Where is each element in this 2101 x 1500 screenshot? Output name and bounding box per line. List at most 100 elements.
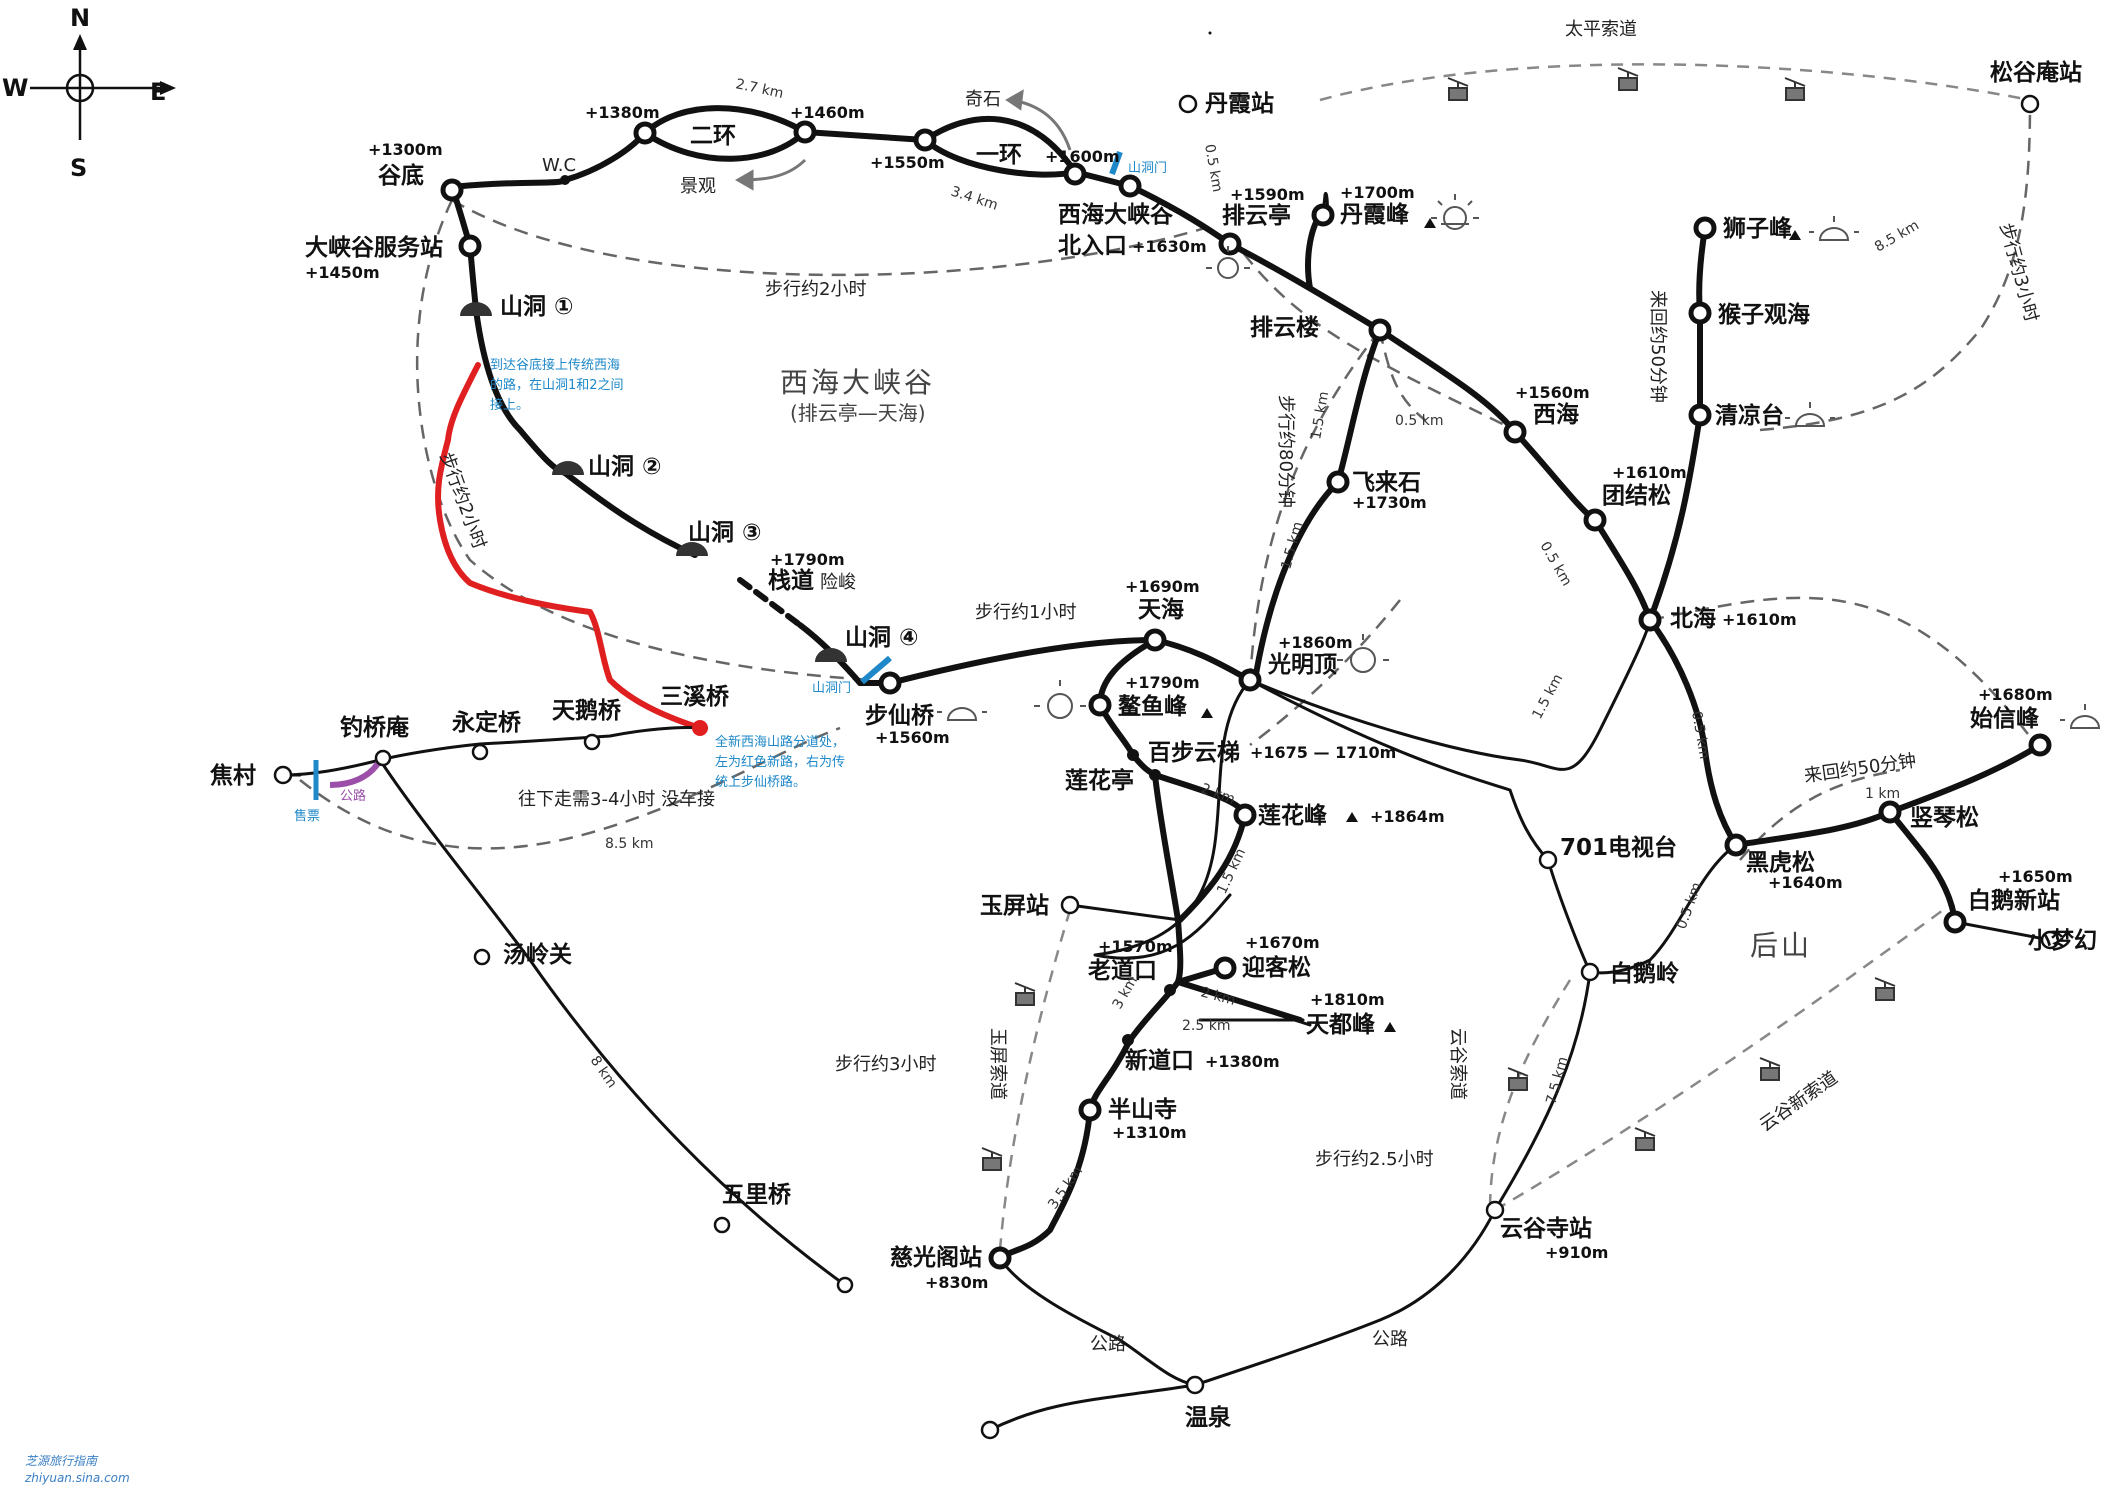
watermark-url: zhiyuan.sina.com bbox=[24, 1471, 130, 1485]
red-note-box: 全新西海山路分道处，左为红色新路，右为传统上步仙桥路。 bbox=[715, 735, 845, 790]
dxg-fuwu-elev: +1450m bbox=[305, 263, 380, 282]
dist-label: 3.4 km bbox=[949, 184, 1000, 214]
gondola-icon bbox=[1507, 1067, 1529, 1091]
tuanjiesong-elev: +1610m bbox=[1612, 463, 1687, 482]
paiyunlou-label: 排云楼 bbox=[1250, 315, 1319, 341]
gondola-icon bbox=[1759, 1057, 1781, 1081]
shixinfeng-elev: +1680m bbox=[1978, 685, 2053, 704]
sunrise-icon bbox=[1337, 634, 1389, 673]
ciguangge-elev: +830m bbox=[925, 1273, 988, 1292]
elev-1550: +1550m bbox=[870, 153, 945, 172]
shixinfeng-label: 始信峰 bbox=[1970, 705, 2040, 732]
guangmingding-elev: +1860m bbox=[1278, 633, 1353, 652]
dist-label: 2.7 km bbox=[734, 76, 785, 102]
gondola-icon bbox=[1874, 977, 1896, 1001]
danxiafeng-label: 丹霞峰 bbox=[1340, 202, 1410, 228]
laodaokou-label: 老道口 bbox=[1087, 957, 1157, 984]
yihuan-label: 一环 bbox=[976, 142, 1022, 168]
xiaomenghuan-label: 小梦幻 bbox=[2028, 927, 2097, 954]
yungusi-elev: +910m bbox=[1545, 1243, 1608, 1262]
peak-icon bbox=[1346, 812, 1358, 822]
lianhuafeng-elev: +1864m bbox=[1370, 807, 1445, 826]
shuqinsong-label: 竖琴松 bbox=[1910, 805, 1979, 831]
dashed-paths bbox=[299, 63, 2042, 1251]
yongdingqiao-label: 永定桥 bbox=[452, 709, 522, 736]
peak-icon bbox=[1789, 230, 1801, 240]
tanglingguan-label: 汤岭关 bbox=[503, 941, 572, 968]
sunrise-icon bbox=[2060, 704, 2101, 729]
sunrise-icon bbox=[1034, 680, 1086, 719]
gudi-label: 谷底 bbox=[378, 162, 424, 189]
dist-label: 0.5 km bbox=[1395, 413, 1443, 429]
region-subtitle: (排云亭—天海) bbox=[790, 401, 926, 425]
gondola-icon bbox=[981, 1147, 1003, 1171]
dist-label: 7.5 km bbox=[1543, 1055, 1571, 1106]
jiaocun-label: 焦村 bbox=[210, 762, 256, 789]
shandong1-label: 山洞 ① bbox=[500, 294, 573, 320]
dist-label: 1.5 km bbox=[1308, 390, 1332, 441]
banshansi-label: 半山寺 bbox=[1108, 1097, 1177, 1123]
yungusi-label: 云谷寺站 bbox=[1500, 1216, 1592, 1242]
tianeqiao-label: 天鹅桥 bbox=[552, 697, 622, 724]
beihai-elev: +1610m bbox=[1722, 610, 1797, 629]
beirukou-label: 北入口 bbox=[1058, 233, 1127, 259]
jingguan-label: 景观 bbox=[680, 176, 716, 197]
qingliangtai-label: 清凉台 bbox=[1715, 402, 1784, 429]
walk-3h: 步行约3小时 bbox=[835, 1054, 936, 1075]
peak-icons bbox=[1201, 218, 1801, 1032]
sunrise-icon bbox=[937, 707, 987, 721]
gondola-icon bbox=[1447, 77, 1469, 101]
road-purple-label: 公路 bbox=[340, 788, 366, 804]
thin-trails bbox=[281, 31, 2052, 1432]
buxianqiao-elev: +1560m bbox=[875, 728, 950, 747]
feilaishi-label: 飞来石 bbox=[1352, 470, 1421, 496]
dist-label: 2 km bbox=[1199, 984, 1237, 1009]
wenquan-label: 温泉 bbox=[1185, 1404, 1232, 1431]
baieling-label: 白鹅岭 bbox=[1610, 960, 1679, 987]
elev-1380: +1380m bbox=[585, 103, 660, 122]
dist-label: 0.5 km bbox=[1537, 539, 1575, 589]
ciguangge-label: 慈光阁站 bbox=[890, 1244, 982, 1271]
region-title: 西海大峡谷 bbox=[780, 366, 935, 399]
lianhuating-label: 莲花亭 bbox=[1065, 767, 1134, 794]
guangmingding-label: 光明顶 bbox=[1267, 652, 1337, 678]
dist-label: 1 km bbox=[1865, 786, 1900, 802]
road-label-1: 公路 bbox=[1090, 1334, 1126, 1355]
danxiafeng-elev: +1700m bbox=[1340, 183, 1415, 202]
shandong3-label: 山洞 ③ bbox=[688, 520, 761, 546]
shizifeng-label: 狮子峰 bbox=[1723, 216, 1793, 242]
distance-labels: 2.7 km 3.4 km 0.5 km 1.5 km 0.5 km 1.5 k… bbox=[587, 76, 1922, 1212]
dist-label: 8.5 km bbox=[605, 836, 653, 852]
baibuyunti-label: 百步云梯 bbox=[1148, 739, 1240, 766]
xindaokou-elev: +1380m bbox=[1205, 1052, 1280, 1071]
compass-n: N bbox=[70, 4, 90, 32]
down-3-4h: 往下走需3-4小时 没车接 bbox=[518, 789, 715, 810]
gondola-icon bbox=[1014, 982, 1036, 1006]
blue-markers bbox=[313, 150, 1123, 800]
buxianqiao-label: 步仙桥 bbox=[865, 702, 935, 729]
gudi-elev: +1300m bbox=[368, 140, 443, 159]
dxg-fuwu-label: 大峡谷服务站 bbox=[305, 235, 443, 261]
lianhuafeng-label: 莲花峰 bbox=[1258, 803, 1328, 829]
yungu-cable-label: 云谷索道 bbox=[1447, 1028, 1468, 1100]
sunrise-icons bbox=[937, 194, 2101, 729]
paiyunting-label: 排云亭 bbox=[1222, 202, 1291, 229]
station-labels: +1300m 谷底 大峡谷服务站 +1450m W.C +1380m +1460… bbox=[210, 59, 2097, 1431]
houziguanhai-label: 猴子观海 bbox=[1718, 301, 1810, 328]
wuliqiao-label: 五里桥 bbox=[722, 1181, 792, 1208]
peak-icon bbox=[1201, 708, 1213, 718]
dist-label: 0.5 km bbox=[1688, 710, 1712, 761]
yuping-cable-label: 玉屏索道 bbox=[987, 1028, 1008, 1100]
baibuyunti-elev: +1675 — 1710m bbox=[1250, 743, 1396, 762]
blue-note: 到达谷底接上传统西海的路，在山洞1和2之间接上。 bbox=[490, 358, 624, 413]
heihusong-elev: +1640m bbox=[1768, 873, 1843, 892]
compass-e: E bbox=[150, 78, 166, 106]
zhandao-elev: +1790m bbox=[770, 550, 845, 569]
dist-label: 1.5 km bbox=[1529, 672, 1566, 722]
erhuan-label: 二环 bbox=[690, 123, 736, 149]
peak-icon bbox=[1384, 1022, 1396, 1032]
xihai-dxg-label: 西海大峡谷 bbox=[1058, 201, 1174, 228]
beihai-label: 北海 bbox=[1670, 605, 1716, 632]
compass-w: W bbox=[2, 74, 28, 102]
